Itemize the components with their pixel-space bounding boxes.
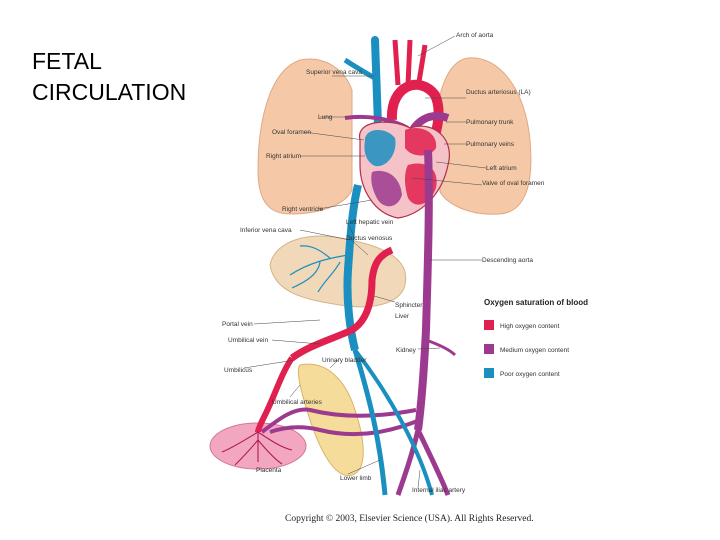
lower-limb-vein-left — [352, 349, 388, 496]
legend-label-poor: Poor oxygen content — [500, 371, 560, 378]
leader-lines — [243, 35, 487, 489]
label-lung: Lung — [318, 114, 333, 121]
label-umbilical-arteries: Umbilical arteries — [272, 399, 323, 406]
liver-veins — [289, 245, 349, 293]
brachiocephalic-vein — [343, 57, 380, 83]
label-superior-vena-cava: Superior vena cava — [306, 69, 362, 76]
label-umbilicus: Umbilicus — [224, 367, 253, 374]
legend-swatch-medium — [484, 344, 494, 354]
legend-label-high: High oxygen content — [500, 323, 559, 330]
lower-limb-artery-left — [395, 429, 421, 496]
lower-limb-artery-right — [415, 428, 451, 496]
umbilical-artery-2 — [260, 407, 417, 434]
carotid-1 — [392, 39, 401, 86]
kidney-vessel — [425, 338, 457, 357]
label-inferior-vena-cava: Inferior vena cava — [240, 227, 292, 234]
bladder — [297, 363, 364, 476]
title-line-1: FETAL — [32, 48, 102, 74]
legend: Oxygen saturation of blood High oxygen c… — [484, 298, 588, 378]
label-left-atrium: Left atrium — [486, 165, 517, 172]
carotid-2 — [405, 39, 413, 86]
label-descending-aorta: Descending aorta — [482, 257, 533, 264]
label-internal-iliac-artery: Internal iliac artery — [412, 487, 466, 494]
right-ventricle-chamber — [371, 170, 402, 207]
label-lower-limb: Lower limb — [340, 475, 372, 482]
label-right-ventricle: Right ventricle — [282, 206, 324, 213]
label-kidney: Kidney — [396, 347, 417, 354]
umbilical-artery-1 — [269, 418, 421, 437]
legend-label-medium: Medium oxygen content — [500, 347, 569, 354]
left-lung — [439, 57, 532, 215]
slide-title: FETAL CIRCULATION — [32, 46, 186, 108]
liver — [269, 235, 407, 308]
label-arch-of-aorta: Arch of aorta — [456, 32, 494, 39]
label-left-hepatic-vein: Left hepatic vein — [346, 219, 394, 226]
label-right-atrium: Right atrium — [266, 153, 301, 160]
lower-limb-vein-right — [353, 348, 434, 496]
label-pulmonary-trunk: Pulmonary trunk — [466, 119, 514, 126]
left-atrium-chamber — [405, 128, 437, 156]
label-portal-vein: Portal vein — [222, 321, 253, 328]
descending-aorta — [414, 149, 433, 431]
label-oval-foramen: Oval foramen — [272, 129, 311, 136]
placenta-vessels — [221, 431, 293, 466]
superior-vena-cava — [371, 36, 382, 129]
label-valve-of-oval-foramen: Valve of oval foramen — [482, 180, 545, 187]
right-lung — [257, 58, 353, 215]
copyright-notice: Copyright © 2003, Elsevier Science (USA)… — [285, 514, 534, 524]
label-pulmonary-veins: Pulmonary veins — [466, 141, 515, 148]
label-sphincter: Sphincter — [395, 302, 423, 309]
legend-title: Oxygen saturation of blood — [484, 298, 588, 307]
label-ductus-arteriosus: Ductus arteriosus (LA) — [466, 89, 531, 96]
label-urinary-bladder: Urinary bladder — [322, 357, 367, 364]
label-liver: Liver — [395, 313, 410, 320]
label-ductus-venosus: Ductus venosus — [346, 235, 393, 242]
right-atrium-chamber — [364, 129, 396, 167]
legend-swatch-high — [484, 320, 494, 330]
umbilical-cord-vein — [255, 356, 295, 433]
label-placenta: Placenta — [256, 467, 282, 474]
title-line-2: CIRCULATION — [32, 79, 187, 105]
legend-swatch-poor — [484, 368, 494, 378]
label-umbilical-vein: Umbilical vein — [228, 337, 268, 344]
